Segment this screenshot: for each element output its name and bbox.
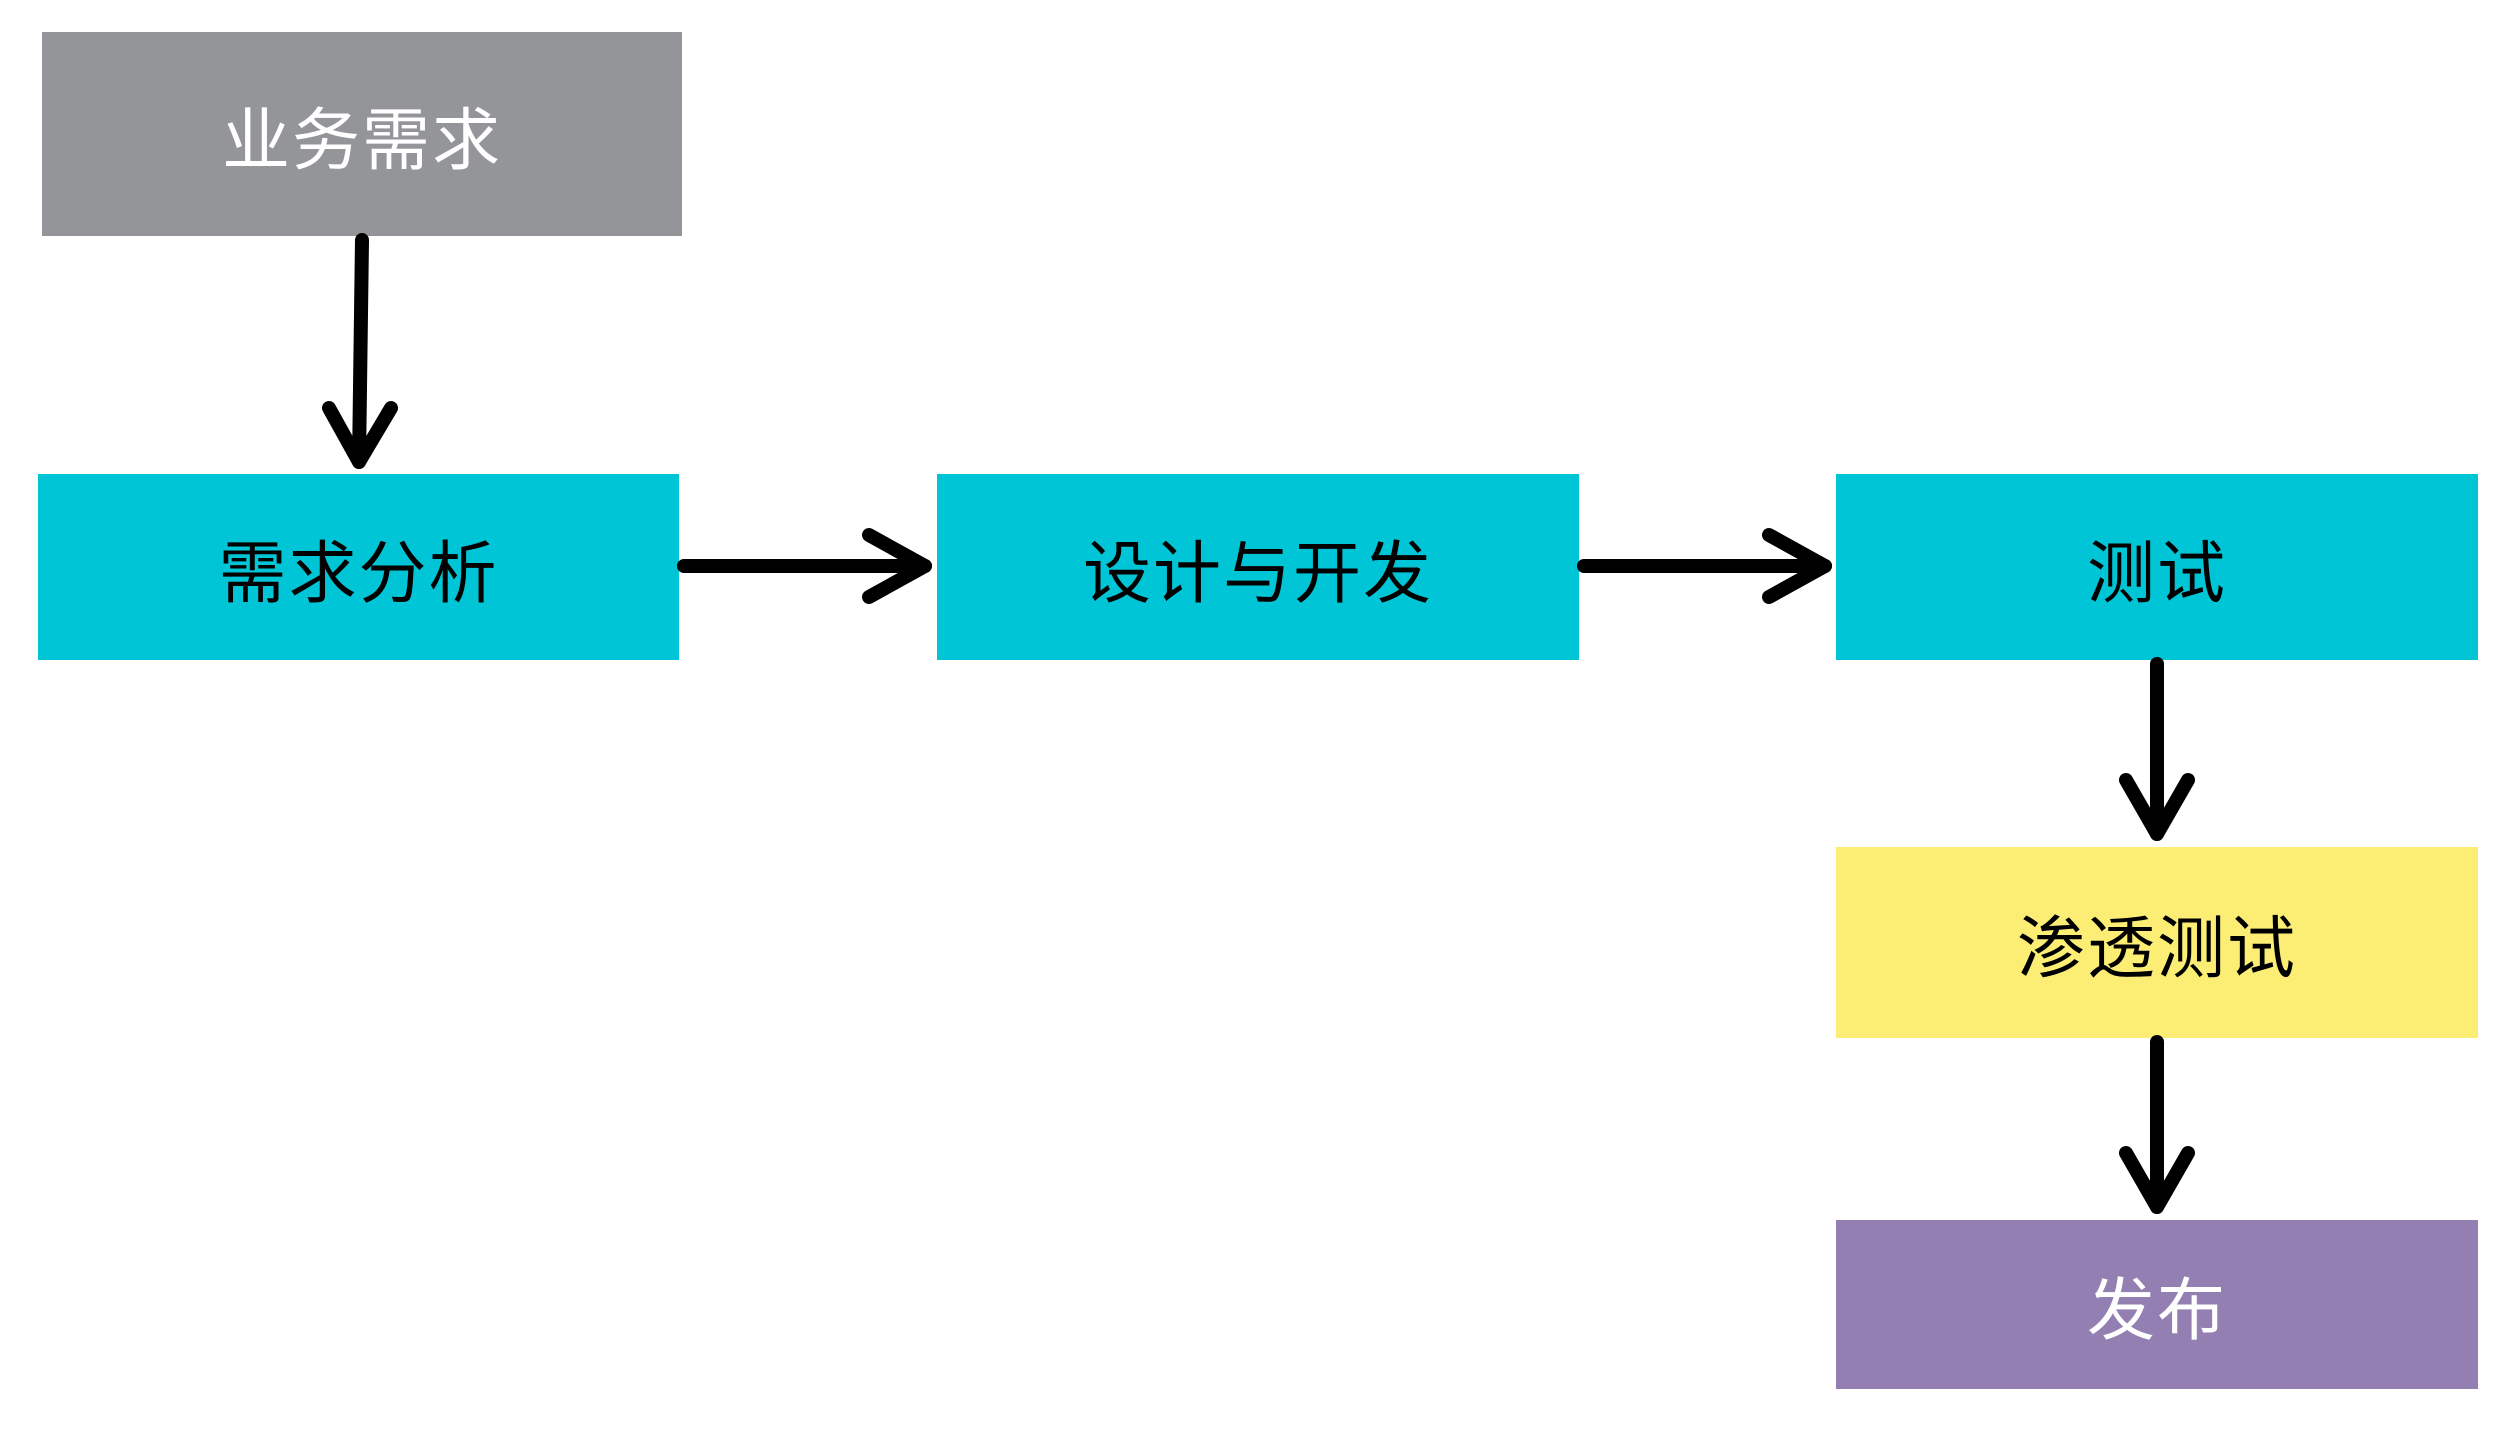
node-requirements-analysis-label: 需求分析 bbox=[218, 534, 499, 614]
node-design-and-development: 设计与开发 bbox=[937, 474, 1579, 660]
node-release-label: 发布 bbox=[2086, 1272, 2227, 1351]
arrow-business-to-analysis bbox=[322, 233, 398, 469]
node-testing: 测试 bbox=[1836, 474, 2478, 660]
arrow-analysis-to-design bbox=[677, 528, 932, 604]
node-penetration-testing: 渗透测试 bbox=[1836, 847, 2478, 1038]
node-release: 发布 bbox=[1836, 1220, 2478, 1389]
arrow-design-to-test bbox=[1577, 528, 1832, 604]
node-requirements-analysis: 需求分析 bbox=[38, 474, 679, 660]
node-penetration-testing-label: 渗透测试 bbox=[2016, 910, 2297, 989]
node-design-and-development-label: 设计与开发 bbox=[1082, 534, 1433, 614]
node-business-requirements-label: 业务需求 bbox=[221, 101, 502, 181]
arrow-pentest-to-release bbox=[2119, 1035, 2195, 1214]
arrow-test-to-pentest bbox=[2119, 657, 2195, 841]
node-testing-label: 测试 bbox=[2086, 534, 2227, 614]
node-business-requirements: 业务需求 bbox=[42, 32, 682, 236]
